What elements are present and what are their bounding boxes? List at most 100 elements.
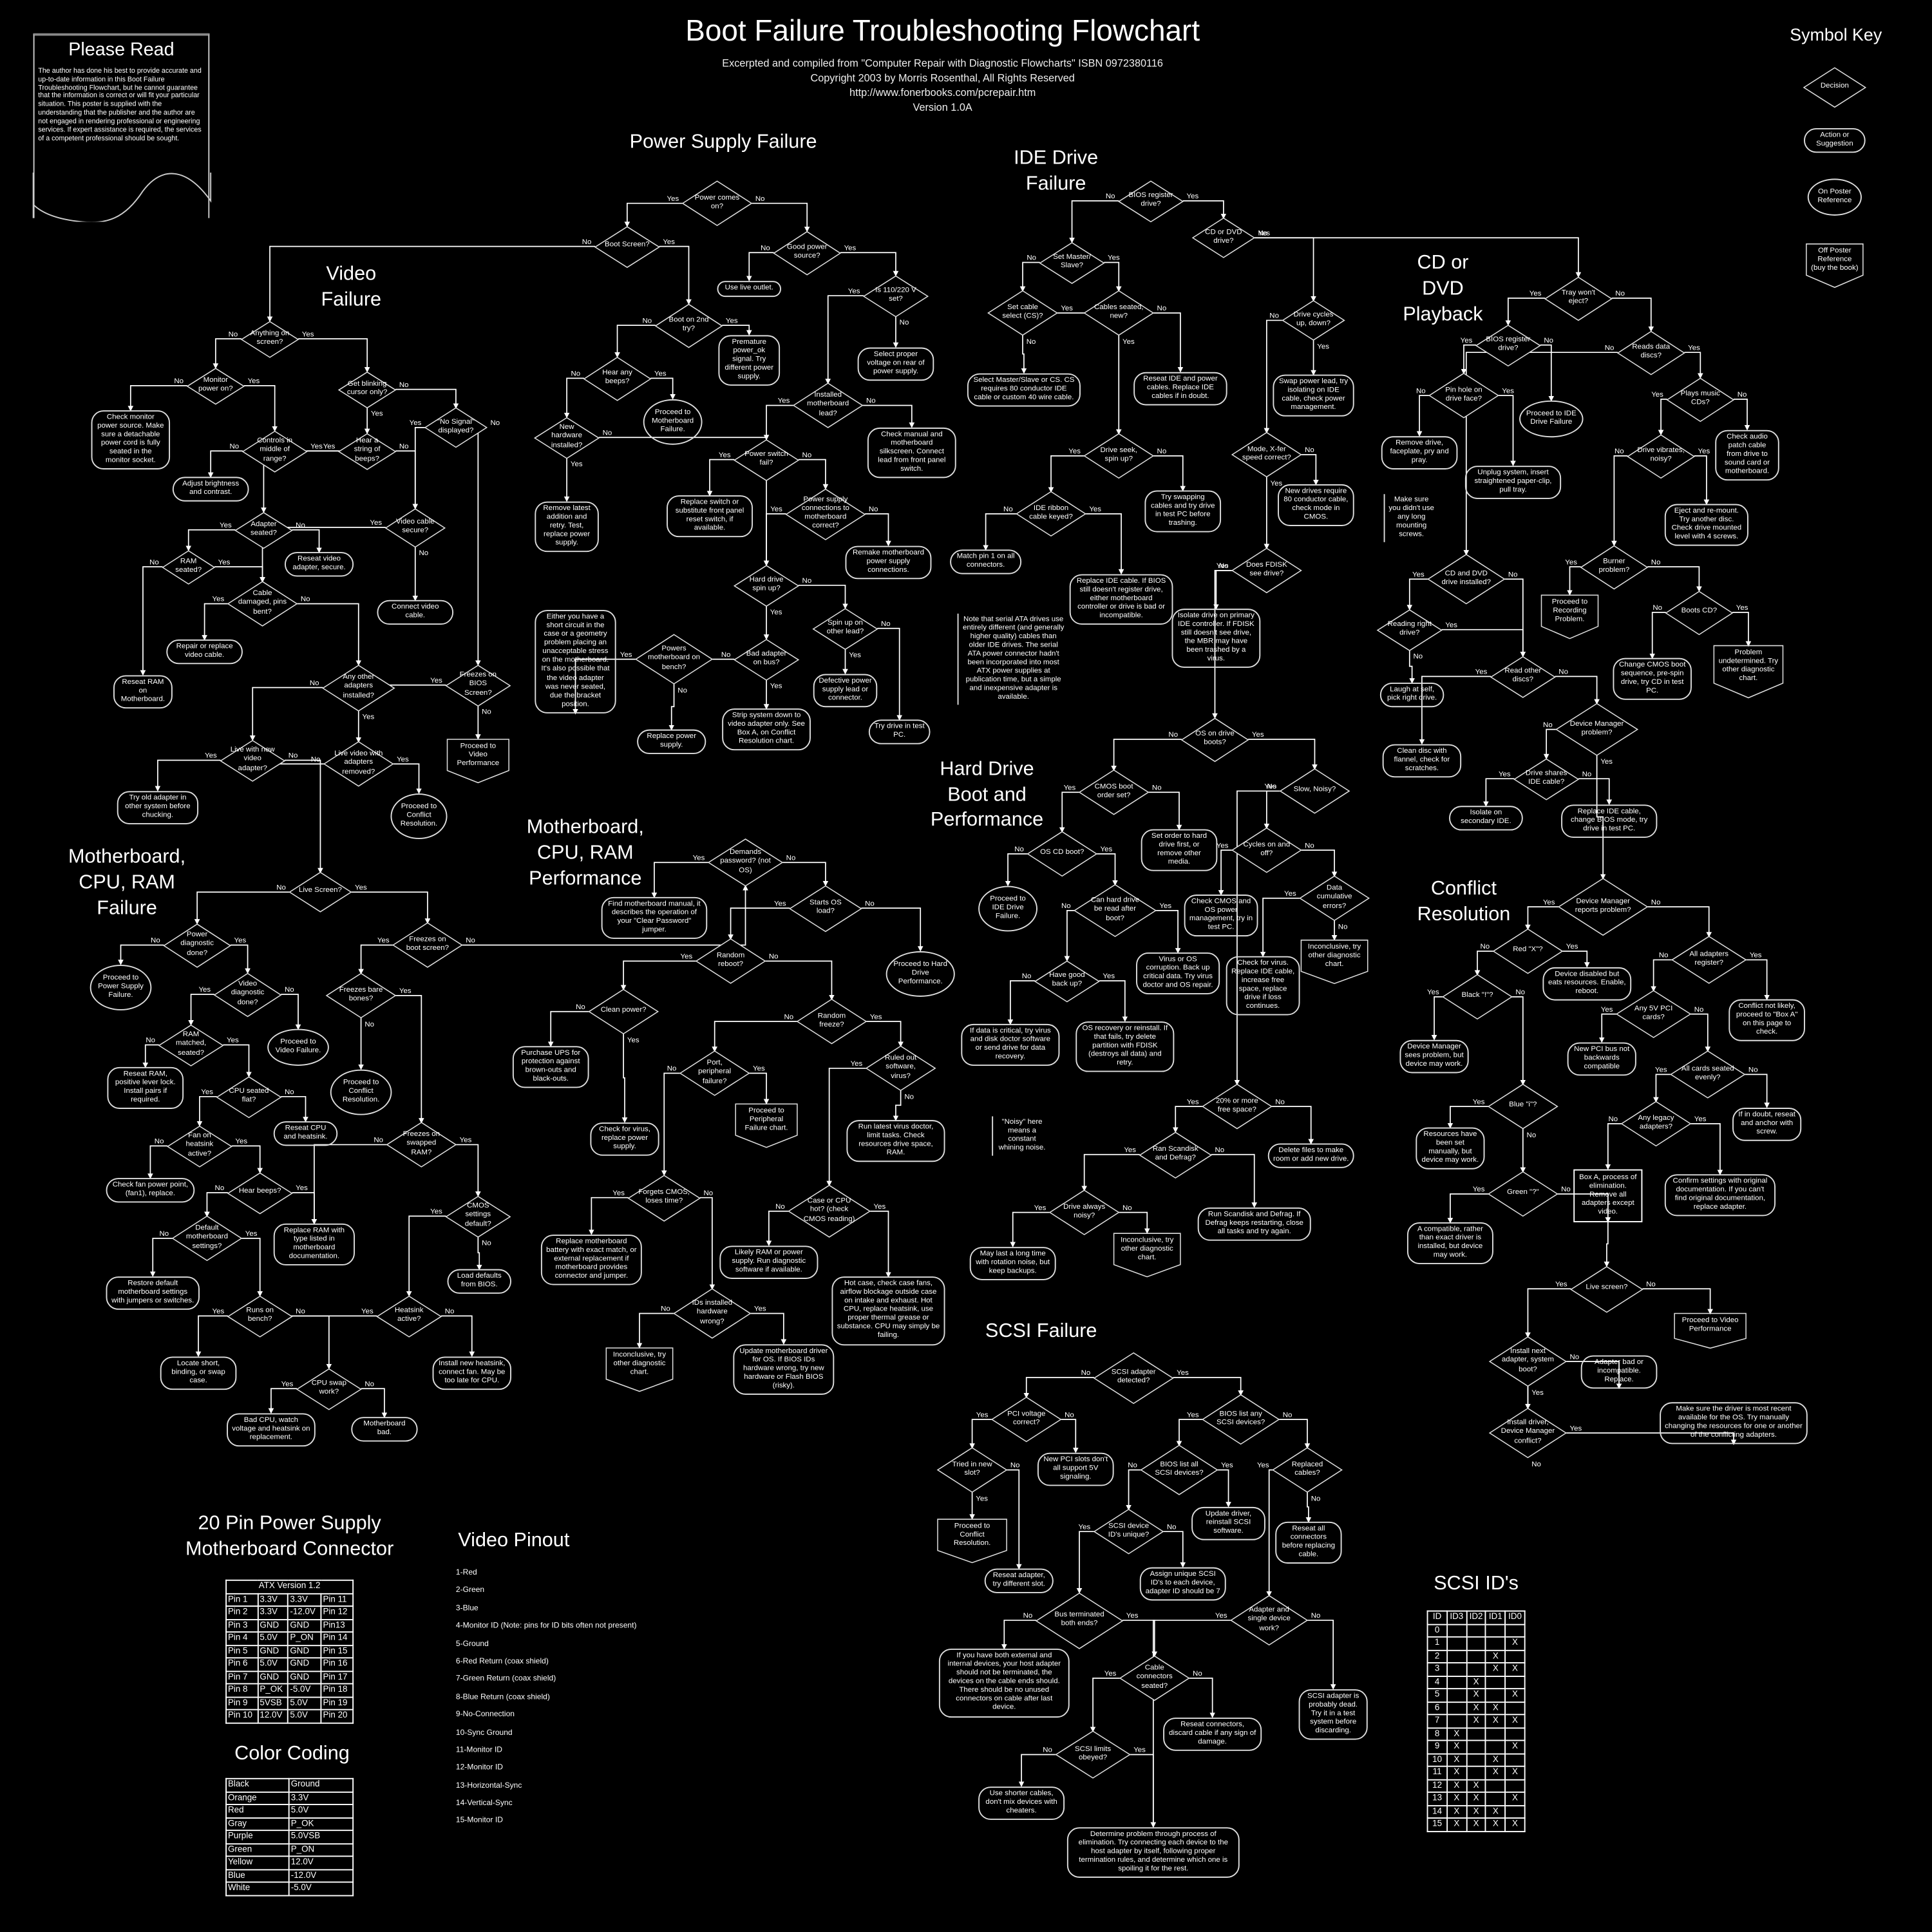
action-h8: If data is critical, try virus and disk … (961, 1023, 1060, 1066)
node-text: Make sure you didn't use any long mounti… (1388, 496, 1434, 538)
action-mp21: Update motherboard driver for OS. If BIO… (733, 1343, 835, 1395)
edge-label-yes: Yes (753, 1065, 765, 1073)
table-cell: Pin 12 (320, 1605, 354, 1620)
section-title-video-2: Failure (321, 289, 382, 311)
edge-label-yes: Yes (1565, 558, 1577, 566)
diamond-shape (1443, 974, 1511, 1019)
connector-line (1090, 1678, 1121, 1732)
action-r22: Adapter bad or incompatible. Replace. (1580, 1354, 1658, 1388)
connector-line (194, 891, 290, 925)
connector-line (188, 994, 214, 1026)
edge-label-yes: Yes (719, 451, 731, 459)
table-cell: Gray (225, 1817, 290, 1832)
node-text: Slow, Noisy? (1293, 786, 1336, 795)
table-cell (1485, 1688, 1506, 1703)
edge-label-yes: Yes (870, 1013, 882, 1021)
edge-label-yes: Yes (1284, 890, 1296, 898)
table-cell: 5.0VSB (288, 1830, 354, 1844)
decision-i16: Mode, X-fer speed correct? (1232, 433, 1301, 477)
diamond-shape (1476, 325, 1540, 365)
connector-line (147, 1145, 168, 1179)
decision-v4: Get blinking cursor only? (339, 372, 395, 407)
edge-label-no: No (296, 1308, 305, 1316)
action-m15: Replace RAM with type listed in motherbo… (273, 1223, 355, 1266)
connector-line (1104, 261, 1122, 292)
node-text: Plays music CDs? (1680, 390, 1720, 407)
edge-label-yes: Yes (976, 1495, 988, 1502)
action-ps21: Defective power supply lead or connector… (813, 673, 878, 707)
diamond-shape (734, 565, 798, 605)
table-cell (1446, 1714, 1467, 1728)
edge-label-yes: Yes (1079, 1523, 1091, 1531)
connector-line (455, 1144, 481, 1197)
decision-ps23: Bad adapter on bus? (734, 639, 798, 679)
connector-line (118, 944, 164, 965)
action-s3: New PCI slots don't all support 5V signa… (1037, 1452, 1114, 1486)
decision-ps3: Good power source? (774, 231, 840, 274)
decision-r4: Black "!"? (1443, 974, 1511, 1019)
table-cell: X (1485, 1662, 1506, 1676)
table-cell: X (1466, 1804, 1487, 1819)
edge-label-yes: Yes (726, 317, 738, 325)
decision-mp9: Random freeze? (797, 999, 866, 1044)
connector-line (1642, 1288, 1713, 1315)
connector-line (763, 513, 786, 566)
node-text: May last a long time with rotation noise… (976, 1250, 1050, 1275)
edge-label-no: No (1561, 1186, 1571, 1193)
node-text: Connect video cable. (392, 603, 439, 620)
connector-line (668, 683, 675, 731)
diamond-shape (228, 582, 297, 626)
node-text: New drives require 80 conductor cable, c… (1283, 488, 1349, 522)
connector-line (1023, 1377, 1094, 1399)
edge-label-no: No (1694, 1006, 1704, 1014)
diamond-shape (674, 1289, 751, 1338)
node-text: Install new heatsink, connect fan. May b… (439, 1359, 506, 1385)
url-line[interactable]: http://www.fonerbooks.com/pcrepair.htm (849, 86, 1036, 99)
action-mp13: Run latest virus doctor, limit tasks. Ch… (846, 1120, 945, 1162)
table-cell (1504, 1804, 1526, 1819)
connector-line (826, 1067, 867, 1187)
diamond-shape (680, 1051, 749, 1095)
please-read-title: Please Read (68, 39, 175, 61)
edge-label-no: No (276, 884, 286, 891)
edge-label-yes: Yes (1694, 1115, 1707, 1123)
node-text: New PCI slots don't all support 5V signa… (1043, 1455, 1108, 1481)
diamond-shape (1094, 1352, 1173, 1403)
table-cell: X (1466, 1675, 1487, 1690)
diamond-shape (393, 923, 462, 967)
connector-line (1217, 1469, 1231, 1508)
node-text: Burner problem? (1598, 558, 1630, 574)
edge-label-yes: Yes (844, 244, 857, 252)
node-text: Delete files to make room or add new dri… (1273, 1147, 1349, 1164)
decision-m8: CPU seated flat? (217, 1076, 281, 1117)
edge-label-no: No (769, 953, 779, 961)
decision-v9: Adapter seated? (235, 512, 292, 547)
decision-v21: Live video with adapters removed? (324, 742, 393, 786)
node-text: Swap power lead, try isolating on IDE ca… (1278, 378, 1349, 412)
action-h18: Delete files to make room or add new dri… (1267, 1143, 1354, 1169)
table-cell: ID0 (1504, 1610, 1526, 1625)
connector-line (1647, 566, 1702, 592)
edge-label-no: No (445, 1308, 455, 1316)
action-v10: Reseat video adapter, secure. (284, 552, 354, 577)
edge-label-yes: Yes (212, 596, 224, 603)
table-cell: ID (1426, 1610, 1448, 1625)
edge-label-no: No (802, 451, 812, 459)
table-cell: 10 (1426, 1752, 1448, 1767)
table-cell (1466, 1765, 1487, 1780)
connector-line (706, 459, 735, 497)
edge-label-no: No (1338, 923, 1348, 931)
section-title-mbperf-1: Motherboard, (526, 817, 644, 838)
edge-label-yes: Yes (1186, 193, 1198, 200)
table-cell: Pin 14 (320, 1631, 354, 1646)
edge-label-no: No (1027, 254, 1036, 262)
table-cell: Pin 20 (320, 1709, 354, 1723)
edge-label-no: No (900, 319, 909, 327)
pinout-item: 3-Blue (455, 1604, 478, 1613)
connector-line (1260, 897, 1300, 958)
node-text: Is 110/220 V set? (875, 287, 916, 303)
table-cell: Pin 15 (320, 1644, 354, 1659)
edge-label-yes: Yes (1252, 731, 1264, 739)
edge-label-no: No (1605, 344, 1615, 352)
